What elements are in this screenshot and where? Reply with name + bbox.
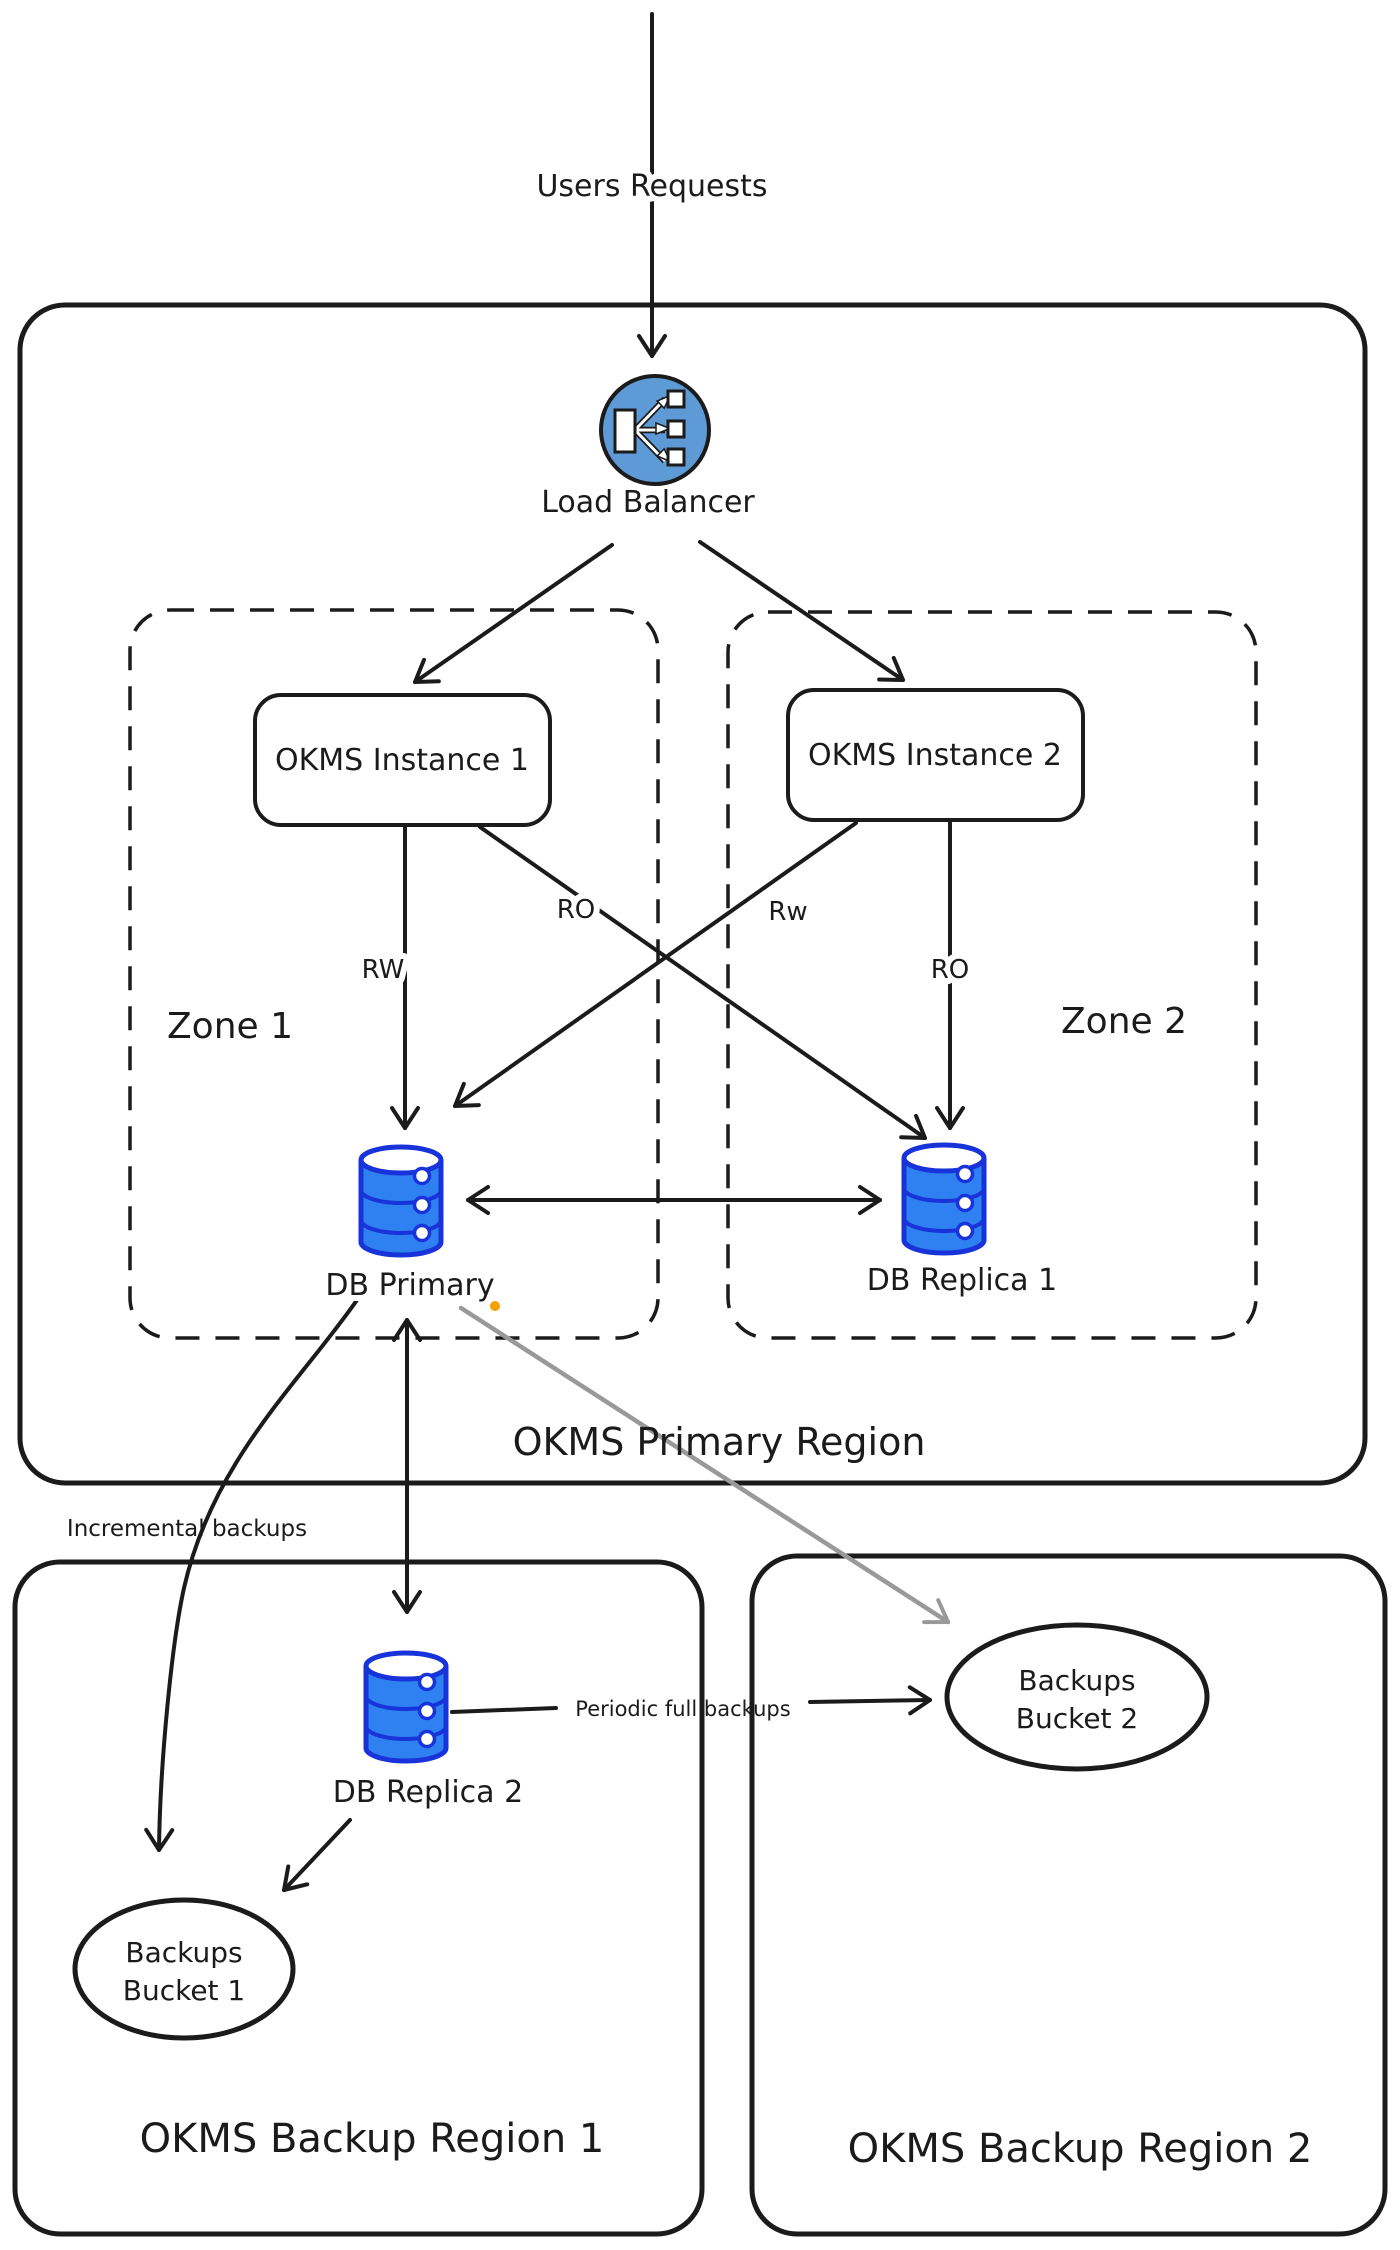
incremental-backups-label: Incremental backups xyxy=(67,1516,307,1542)
arrow-instance1-to-db-replica1-ro xyxy=(478,825,927,1140)
arrow-lb-to-instance2 xyxy=(698,540,905,682)
backup-region1-label: OKMS Backup Region 1 xyxy=(140,2116,605,2162)
primary-region-box xyxy=(17,302,1368,1486)
db-replica2-label: DB Replica 2 xyxy=(333,1775,523,1810)
backups-bucket1-node xyxy=(72,1897,296,2041)
zone2-box xyxy=(726,610,1258,1340)
zone2-label: Zone 2 xyxy=(1061,1001,1187,1042)
primary-region-label: OKMS Primary Region xyxy=(513,1420,926,1464)
okms-instance1-label: OKMS Instance 1 xyxy=(275,743,529,778)
db-replica1-label: DB Replica 1 xyxy=(867,1263,1057,1298)
edge-label-ro: RO xyxy=(931,955,970,985)
arrow-instance2-to-db-primary-rw xyxy=(453,821,858,1108)
users-requests-label: Users Requests xyxy=(536,169,767,204)
okms-instance2-label: OKMS Instance 2 xyxy=(808,738,1062,773)
okms-instance2-node xyxy=(786,688,1085,822)
edge-label-rw: RW xyxy=(362,955,405,985)
bucket2-label-line2: Bucket 2 xyxy=(1016,1702,1139,1735)
okms-instance1-node xyxy=(253,693,552,827)
arrow-periodic-backups-segment1 xyxy=(450,1706,558,1714)
edge-label-rw-cross: Rw xyxy=(768,897,807,927)
bucket1-label-line2: Bucket 1 xyxy=(123,1974,246,2007)
backup-region2-label: OKMS Backup Region 2 xyxy=(848,2126,1313,2172)
orange-dot xyxy=(490,1301,500,1311)
backup-region1-box xyxy=(12,1559,705,2237)
bucket2-label-line1: Backups xyxy=(1018,1664,1135,1697)
periodic-full-backups-label: Periodic full backups xyxy=(575,1697,790,1721)
db-primary-label: DB Primary xyxy=(325,1268,494,1303)
arrow-periodic-backups-segment2 xyxy=(808,1685,932,1716)
backup-region2-box xyxy=(749,1553,1388,2237)
load-balancer-label: Load Balancer xyxy=(541,485,755,520)
arrow-db-primary-to-bucket2-gray xyxy=(458,1305,951,1625)
edge-label-ro-cross: RO xyxy=(557,895,596,925)
db-replica2-cylinder-icon xyxy=(366,1653,446,1761)
load-balancer-icon xyxy=(599,374,711,486)
db-replica1-cylinder-icon xyxy=(904,1145,984,1253)
arrow-lb-to-instance1 xyxy=(413,543,614,684)
arrow-incremental-backups-to-bucket1 xyxy=(144,1298,359,1852)
zone1-label: Zone 1 xyxy=(167,1006,293,1047)
bucket1-label-line1: Backups xyxy=(125,1936,242,1969)
arrow-db-replica2-to-bucket1 xyxy=(282,1818,352,1892)
db-primary-cylinder-icon xyxy=(361,1147,441,1255)
backups-bucket2-node xyxy=(944,1622,1210,1772)
